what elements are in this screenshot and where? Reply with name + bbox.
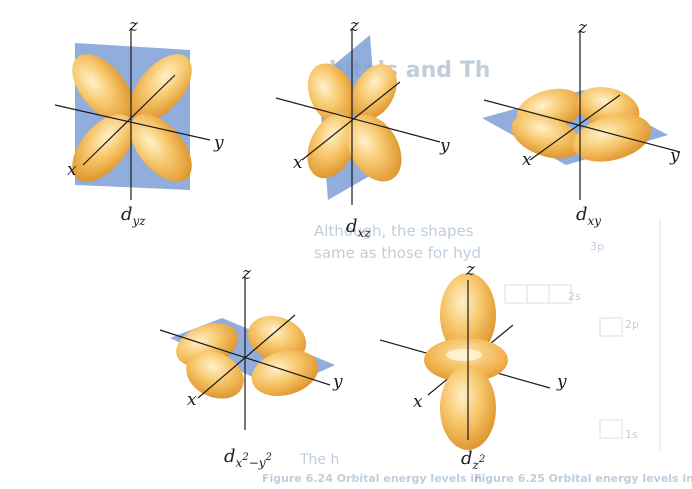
dyz-axis-x: x — [67, 160, 77, 180]
dx2y2-axis-z: z — [242, 264, 251, 284]
dxy-axis-y: y — [670, 146, 680, 166]
dx2y2-axis-x: x — [187, 390, 197, 410]
dxz-axis-z: z — [350, 16, 359, 36]
dxz-axis-y: y — [440, 136, 450, 156]
dxy-label: dxy — [576, 204, 602, 228]
orbital-dx2y2 — [159, 278, 335, 430]
dz2-axis-x: x — [413, 392, 423, 412]
bg-footer: The h — [300, 452, 340, 468]
bg-energy-2p: 2p — [625, 318, 639, 331]
bg-caption-a: Figure 6.24 Orbital energy levels in — [262, 472, 483, 485]
bg-caption-b: Figure 6.25 Orbital energy levels in — [474, 472, 692, 485]
bg-energy-diagram — [504, 220, 661, 450]
dyz-axis-y: y — [214, 133, 224, 153]
dx2y2-axis-y: y — [333, 372, 343, 392]
orbital-dxz — [275, 28, 441, 205]
dxy-axis-z: z — [578, 18, 587, 38]
dxz-label: dxz — [346, 216, 371, 240]
bg-energy-1s: 1s — [625, 428, 638, 441]
dz2-axis-y: y — [557, 372, 567, 392]
orbital-dyz — [54, 28, 211, 200]
bg-energy-3p: 3p — [590, 240, 604, 253]
dz2-label: dz2 — [461, 448, 486, 472]
dz2-axis-z: z — [466, 260, 475, 280]
dyz-axis-z: z — [129, 16, 138, 36]
orbital-dxy — [482, 30, 681, 200]
bg-line-2: same as those for hyd — [314, 244, 482, 262]
dxz-axis-x: x — [293, 153, 303, 173]
bg-energy-2s: 2s — [568, 290, 581, 303]
dyz-label: dyz — [121, 204, 146, 228]
orbital-dz2 — [379, 273, 551, 450]
dxy-axis-x: x — [522, 150, 532, 170]
bg-line-1: Although, the shapes — [314, 222, 474, 240]
dx2y2-label: dx2−y2 — [224, 446, 272, 470]
